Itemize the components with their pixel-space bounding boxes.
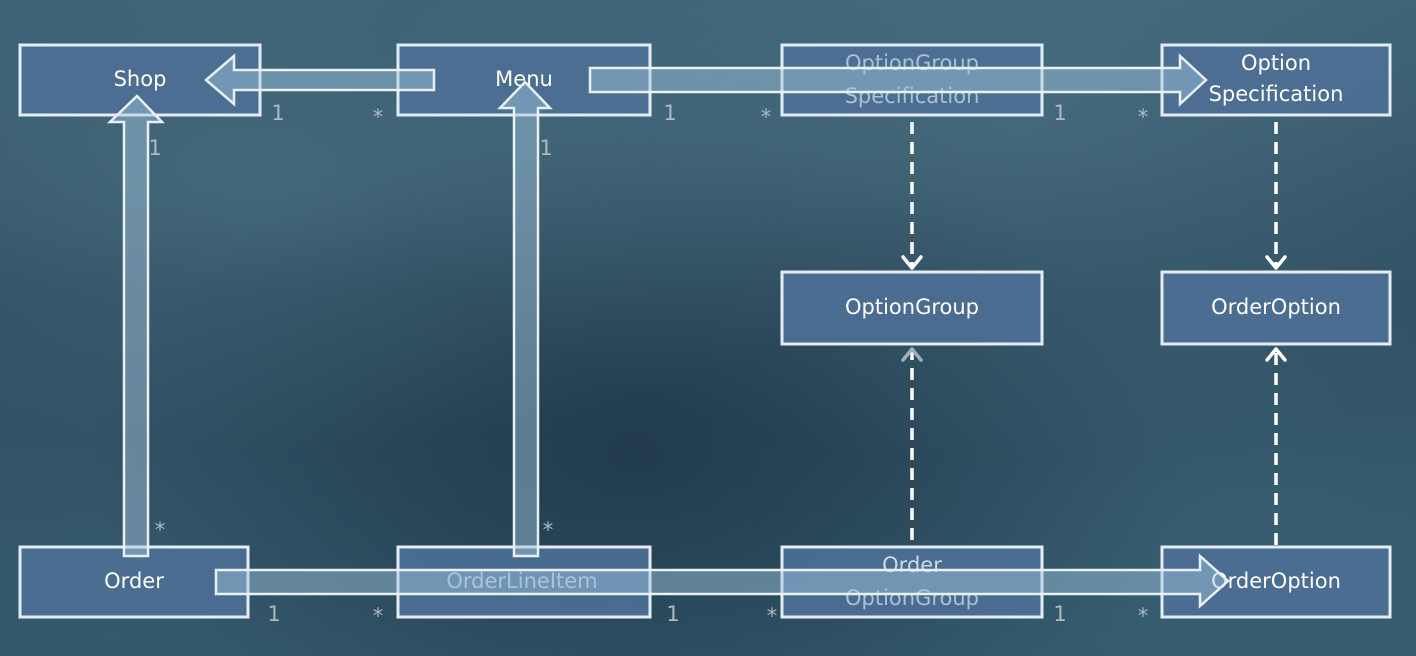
- mult-oli-oog-many: *: [767, 604, 778, 628]
- order-box: Order: [18, 545, 250, 619]
- mult-menu-ogs-many: *: [761, 105, 772, 129]
- order-option-group-box: Order OptionGroup: [780, 545, 1044, 619]
- option-group-label: OptionGroup: [845, 295, 979, 319]
- menu-box: Menu: [396, 43, 652, 117]
- order-option-group-label-line2: OptionGroup: [845, 586, 979, 610]
- option-group-specification-label-line2: Specification: [845, 84, 980, 108]
- option-specification-label-line1: Option: [1241, 51, 1311, 75]
- nav-arrow-menu-to-shop: [204, 53, 436, 107]
- order-option-top-label: OrderOption: [1211, 295, 1341, 319]
- order-line-item-label: OrderLineItem: [446, 569, 597, 593]
- mult-ogs-os-many: *: [1138, 105, 1149, 129]
- mult-ogs-os-one: 1: [1053, 101, 1066, 125]
- dependency-oog-to-option-group: [901, 347, 923, 540]
- mult-order-oli-many: *: [373, 604, 384, 628]
- shop-label: Shop: [114, 67, 167, 91]
- mult-shop-menu-one: 1: [271, 101, 284, 125]
- shop-box: Shop: [18, 43, 262, 117]
- order-line-item-box: OrderLineItem: [396, 545, 652, 619]
- nav-arrow-order-line-item-to-menu: [497, 80, 553, 558]
- order-option-group-label-line1: Order: [882, 553, 942, 577]
- option-group-specification-label-line1: OptionGroup: [845, 51, 979, 75]
- mult-order-oli-one: 1: [267, 602, 280, 626]
- nav-arrow-order-to-order-option: [214, 553, 1230, 609]
- order-option-bottom-label: OrderOption: [1211, 569, 1341, 593]
- order-option-top-box: OrderOption: [1160, 270, 1392, 346]
- mult-shop-order-one: 1: [148, 136, 161, 160]
- nav-arrow-order-to-shop: [106, 94, 165, 558]
- option-group-specification-box: OptionGroup Specification: [780, 43, 1044, 117]
- nav-arrow-menu-to-option-specification: [588, 53, 1208, 107]
- mult-menu-oli-many: *: [543, 518, 554, 542]
- mult-oli-oog-one: 1: [666, 602, 679, 626]
- mult-menu-oli-one: 1: [539, 136, 552, 160]
- option-specification-box: Option Specification: [1160, 43, 1392, 117]
- mult-shop-order-many: *: [155, 518, 166, 542]
- dependency-os-to-order-option: [1265, 122, 1287, 270]
- mult-oog-oo-one: 1: [1053, 602, 1066, 626]
- dependency-ogs-to-option-group: [901, 122, 923, 270]
- order-label: Order: [104, 569, 164, 593]
- mult-oog-oo-many: *: [1138, 604, 1149, 628]
- dependency-oo-to-order-option: [1265, 347, 1287, 545]
- menu-label: Menu: [495, 67, 553, 91]
- option-group-box: OptionGroup: [780, 270, 1044, 346]
- option-specification-label-line2: Specification: [1209, 82, 1344, 106]
- mult-menu-ogs-one: 1: [663, 101, 676, 125]
- mult-shop-menu-many: *: [373, 105, 384, 129]
